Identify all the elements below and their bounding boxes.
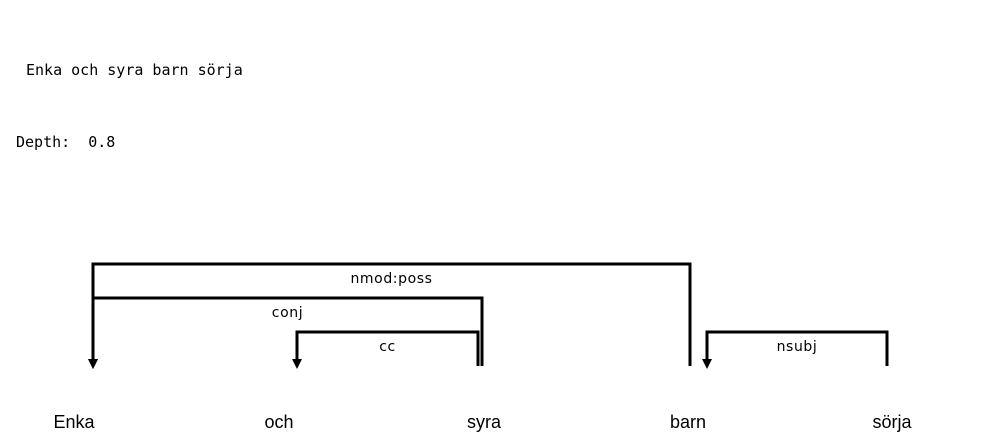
arc-arrowhead	[88, 359, 98, 369]
depth-value: 0.8	[88, 133, 116, 151]
token-och: och	[264, 412, 293, 432]
arc-conj: conj	[88, 296, 484, 369]
arc-line	[295, 330, 480, 366]
arc-arrowhead	[702, 359, 712, 369]
token-sörja: sörja	[872, 412, 912, 432]
diagram-header: Enka och syra barn sörja Depth: 0.8	[16, 10, 243, 178]
depth-readout: Depth: 0.8	[16, 130, 243, 154]
arc-label: conj	[272, 305, 303, 321]
arc-arrowhead	[292, 359, 302, 369]
arc-cc: cc	[292, 330, 480, 369]
token-barn: barn	[670, 412, 706, 432]
arc-label: cc	[379, 339, 396, 355]
arc-line	[91, 296, 484, 366]
token-enka: Enka	[53, 412, 95, 432]
arc-nsubj: nsubj	[702, 330, 889, 369]
arc-label: nsubj	[777, 339, 818, 355]
sentence-text: Enka och syra barn sörja	[26, 61, 243, 79]
depth-label: Depth:	[16, 133, 71, 151]
arc-label: nmod:poss	[350, 271, 432, 287]
arc-line	[705, 330, 889, 366]
token-syra: syra	[467, 412, 502, 432]
